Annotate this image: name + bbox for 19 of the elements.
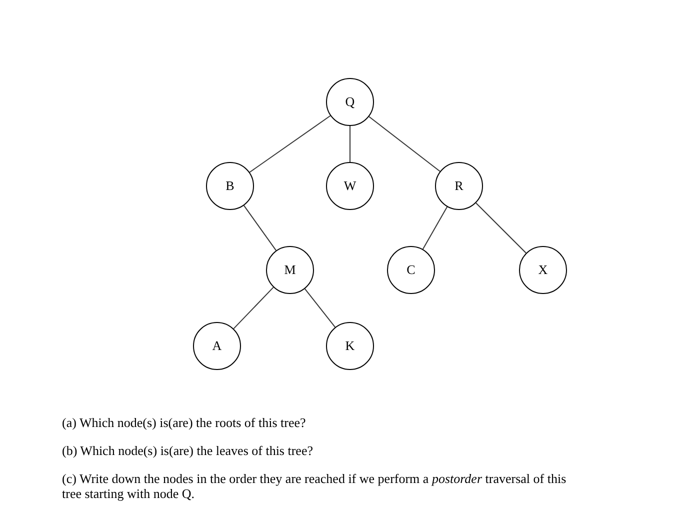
tree-edge xyxy=(233,286,274,330)
tree-node: X xyxy=(519,246,567,294)
tree-node: M xyxy=(266,246,314,294)
tree-edge xyxy=(249,115,331,173)
tree-node: R xyxy=(435,162,483,210)
tree-node: Q xyxy=(326,78,374,126)
question-text: (c) Write down the nodes in the order they are reached if we perform a postorder traversal of this tree starting with node Q. xyxy=(62,471,568,501)
tree-node: A xyxy=(193,322,241,370)
tree-node: W xyxy=(326,162,374,210)
tree-edge xyxy=(475,202,527,254)
tree-node: B xyxy=(206,162,254,210)
question-text: (b) Which node(s) is(are) the leaves of this tree? xyxy=(62,443,314,458)
tree-edge xyxy=(304,288,336,328)
question-text: (a) Which node(s) is(are) the roots of this tree? xyxy=(62,415,307,430)
tree-edge xyxy=(368,116,440,172)
tree-edge xyxy=(243,205,277,251)
tree-node: K xyxy=(326,322,374,370)
tree-node: C xyxy=(387,246,435,294)
tree-edge xyxy=(422,206,448,250)
